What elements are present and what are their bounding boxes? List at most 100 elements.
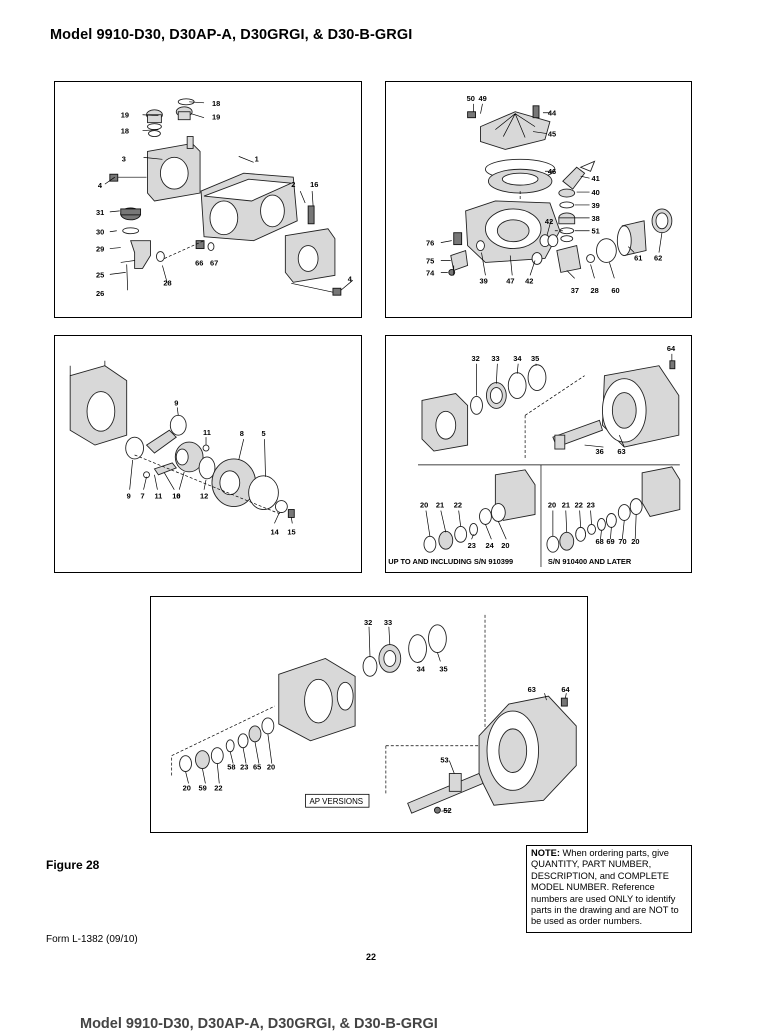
part-label: 65 (253, 763, 261, 772)
part-label: 16 (310, 180, 318, 189)
part-label: 42 (525, 276, 533, 285)
part-label: 22 (575, 501, 583, 510)
part-label: 18 (121, 127, 129, 136)
part-label: 46 (548, 167, 556, 176)
part-label: 20 (548, 501, 556, 510)
part-label: 50 (467, 94, 475, 103)
part-label: 58 (227, 763, 235, 772)
part-label: 15 (287, 527, 295, 536)
part-label: 37 (571, 286, 579, 295)
ordering-note: NOTE: When ordering parts, give QUANTITY… (526, 845, 692, 933)
part-label: 33 (491, 354, 499, 363)
part-label: 67 (210, 258, 218, 267)
part-label: 14 (270, 527, 279, 536)
part-label: 49 (479, 94, 487, 103)
part-label: 60 (611, 286, 619, 295)
part-label: 53 (440, 756, 448, 765)
part-label: 59 (198, 783, 206, 792)
part-label: 19 (212, 113, 220, 122)
ap-versions-caption: AP VERSIONS (310, 797, 364, 806)
part-label: 7 (141, 492, 145, 501)
part-label: 34 (417, 664, 426, 673)
part-label: 29 (96, 245, 104, 254)
part-label: 45 (548, 130, 556, 139)
diagram-ap-versions: 32 33 34 35 63 64 53 52 20 59 22 58 23 6… (150, 596, 588, 833)
part-label: 5 (262, 429, 266, 438)
part-label: 20 (501, 541, 509, 550)
part-label: 68 (596, 537, 604, 546)
part-label: 35 (531, 354, 539, 363)
part-label: 61 (634, 253, 642, 262)
pump-body-drawing: 18 19 19 18 1 3 4 2 16 31 30 29 66 67 25… (96, 98, 353, 298)
part-label: 20 (420, 501, 428, 510)
part-label: 9 (127, 492, 131, 501)
part-label: 4 (348, 274, 353, 283)
figure-label: Figure 28 (46, 858, 100, 872)
ap-versions-caption-box (305, 793, 370, 808)
part-label: 30 (96, 228, 104, 237)
part-label: 44 (548, 109, 557, 118)
part-label: 6 (176, 492, 180, 501)
part-label: 10 (172, 492, 180, 501)
diagram-head-assembly: 50 49 44 45 46 41 40 39 38 42 51 76 75 7… (385, 81, 692, 318)
part-label: 32 (472, 354, 480, 363)
part-label: 23 (240, 763, 248, 772)
part-label: 9 (174, 398, 178, 407)
part-label: 34 (513, 354, 522, 363)
note-text: When ordering parts, give QUANTITY, PART… (531, 848, 679, 927)
part-label: 22 (214, 783, 222, 792)
part-label: 33 (384, 618, 392, 627)
part-label: 19 (121, 111, 129, 120)
part-label: 28 (163, 278, 171, 287)
part-label: 40 (592, 188, 600, 197)
part-label: 22 (454, 501, 462, 510)
page-number: 22 (366, 952, 377, 962)
part-label: 25 (96, 270, 104, 279)
part-label: 23 (587, 501, 595, 510)
part-label: 52 (443, 806, 451, 815)
diagram-pump-body: 18 19 19 18 1 3 4 2 16 31 30 29 66 67 25… (54, 81, 362, 318)
part-label: 20 (631, 537, 639, 546)
head-assembly-drawing: 50 49 44 45 46 41 40 39 38 42 51 76 75 7… (426, 94, 673, 295)
part-label: 8 (240, 429, 244, 438)
part-label: 2 (291, 180, 295, 189)
shaft-housing-drawing: 32 33 34 35 64 36 63 20 21 22 23 24 20 2… (388, 344, 681, 568)
part-label: 36 (596, 447, 604, 456)
part-label: 20 (267, 763, 275, 772)
part-label: 64 (667, 344, 676, 353)
part-label: 32 (364, 618, 372, 627)
part-label: 26 (96, 289, 104, 298)
part-label: 38 (592, 214, 600, 223)
part-label: 21 (436, 501, 444, 510)
part-label: 31 (96, 208, 104, 217)
part-label: 28 (591, 286, 599, 295)
caption-sn-and-later: S/N 910400 AND LATER (548, 557, 632, 566)
part-label: 74 (426, 268, 435, 277)
part-label: 42 (545, 217, 553, 226)
part-label: 39 (592, 201, 600, 210)
part-label: 47 (506, 276, 514, 285)
ap-versions-drawing: 32 33 34 35 63 64 53 52 20 59 22 58 23 6… (171, 614, 577, 815)
part-label: 70 (618, 537, 626, 546)
part-label: 63 (617, 447, 625, 456)
form-number: Form L-1382 (09/10) (46, 934, 138, 945)
piston-assembly-drawing: 9 11 8 5 9 7 11 10 6 12 14 15 (69, 360, 296, 536)
part-label: 35 (439, 664, 447, 673)
part-label: 18 (212, 99, 220, 108)
part-label: 41 (592, 174, 600, 183)
part-label: 63 (528, 685, 536, 694)
part-label: 11 (203, 428, 211, 437)
part-label: 4 (98, 181, 103, 190)
part-label: 64 (561, 685, 570, 694)
note-heading: NOTE: (531, 848, 560, 858)
part-label: 3 (122, 154, 126, 163)
part-label: 20 (183, 783, 191, 792)
part-label: 21 (562, 501, 570, 510)
next-page-title: Model 9910-D30, D30AP-A, D30GRGI, & D30-… (80, 1016, 438, 1032)
caption-up-to-sn: UP TO AND INCLUDING S/N 910399 (388, 557, 513, 566)
part-label: 11 (154, 492, 162, 501)
part-label: 75 (426, 256, 434, 265)
diagram-shaft-housing: 32 33 34 35 64 36 63 20 21 22 23 24 20 2… (385, 335, 692, 573)
diagram-piston-assembly: 9 11 8 5 9 7 11 10 6 12 14 15 (54, 335, 362, 573)
part-label: 51 (592, 227, 600, 236)
